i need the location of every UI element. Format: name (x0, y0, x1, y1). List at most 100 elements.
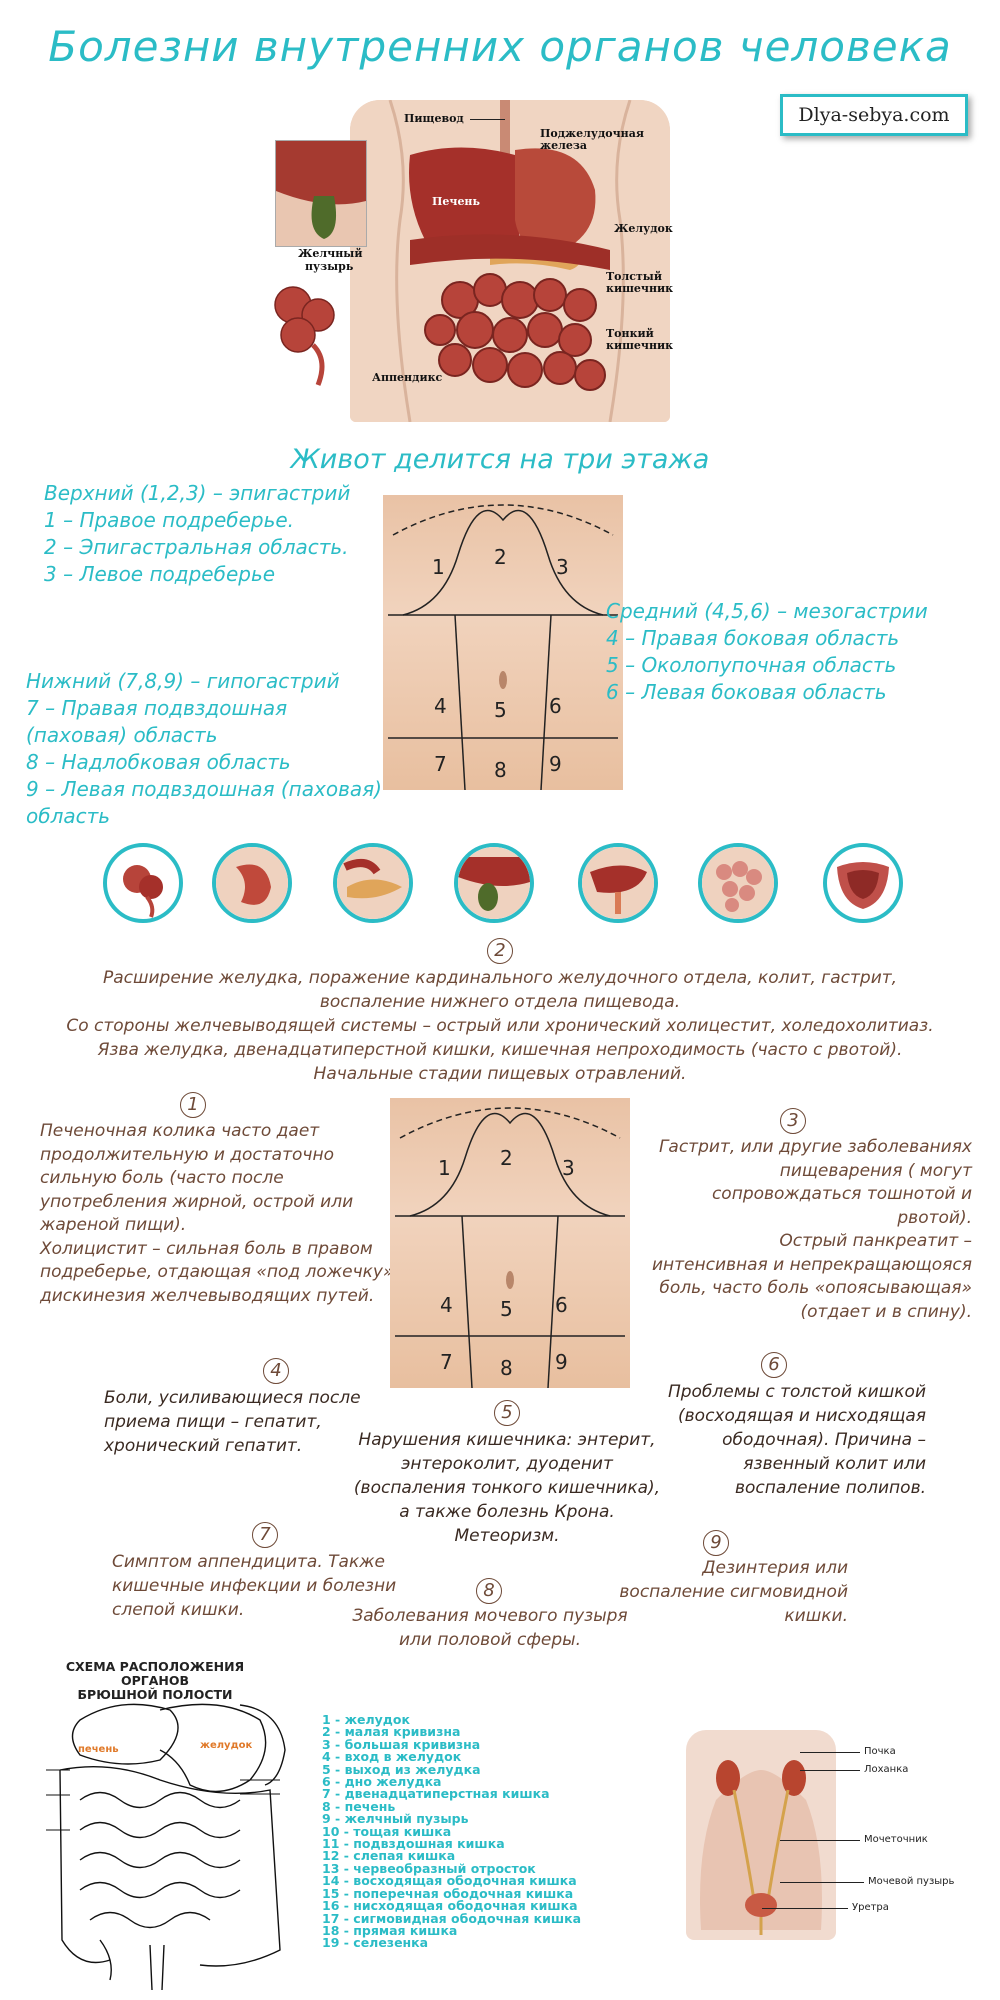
region-6: 6 (549, 694, 562, 718)
legend-item: 2 - малая кривизна (322, 1724, 461, 1740)
legend-item: 15 - поперечная ободочная кишка (322, 1885, 574, 1901)
label-esophagus: Пищевод (404, 112, 464, 125)
legend-item: 12 - слепая кишка (322, 1848, 456, 1864)
upper-line: 1 – Правое подреберье. (44, 508, 295, 532)
schema-title-line: БРЮШНОЙ ПОЛОСТИ (77, 1687, 233, 1702)
zone-2-text: Расширение желудка, поражение кардинальн… (40, 966, 960, 1086)
zone-3-line: Острый панкреатит – (779, 1231, 972, 1251)
zone-1-line: дискинезия желчевыводящих путей. (40, 1285, 375, 1306)
stomach-icon (212, 843, 292, 923)
label-gallbladder-1: Желчный (298, 247, 363, 260)
zone-1-line: употребления жирной, острой или (40, 1191, 354, 1212)
abdominal-schema-figure (40, 1690, 310, 1995)
zone-5-number: 5 (494, 1400, 520, 1426)
zone-1-line: жареной пищи). (40, 1215, 187, 1235)
organs-torso-illustration (350, 100, 670, 422)
zone-2-line: воспаление нижнего отдела пищевода. (319, 992, 681, 1012)
region-7-b: 7 (440, 1350, 453, 1374)
legend-item: 3 - большая кривизна (322, 1736, 481, 1752)
zone-9-line: Дезинтерия или (702, 1558, 848, 1578)
leader-line (780, 1840, 860, 1841)
legend-item: 18 - прямая кишка (322, 1922, 458, 1938)
lower-line: Нижний (7,8,9) – гипогастрий (26, 669, 340, 693)
label-renal-pelvis: Лоханка (864, 1764, 909, 1775)
region-6-b: 6 (555, 1293, 568, 1317)
zone-3-line: (отдает и в спину). (800, 1301, 972, 1322)
legend-item: 13 - червеобразный отросток (322, 1860, 536, 1876)
zone-2-line: Расширение желудка, поражение кардинальн… (102, 968, 898, 988)
zone-2-number: 2 (487, 938, 513, 964)
zone-6-line: Проблемы с толстой кишкой (667, 1382, 926, 1402)
zone-3-text: Гастрит, или другие заболеваниях пищевар… (630, 1136, 972, 1324)
region-9-b: 9 (555, 1350, 568, 1374)
zone-7-line: Симптом аппендицита. Также (112, 1552, 386, 1572)
zone-9-line: кишки. (784, 1606, 848, 1626)
schema-legend: 1 - желудок 2 - малая кривизна 3 - больш… (322, 1712, 582, 1951)
legend-item: 4 - вход в желудок (322, 1749, 462, 1765)
zone-3-number: 3 (780, 1108, 806, 1134)
zone-1-number: 1 (180, 1092, 206, 1118)
zone-1-line: Печеночная колика часто дает (40, 1121, 320, 1141)
abdomen-regions-figure (383, 495, 623, 790)
zone-7-text: Симптом аппендицита. Также кишечные инфе… (112, 1550, 396, 1622)
liver-icon (578, 843, 658, 923)
upper-line: 3 – Левое подреберье (44, 562, 276, 586)
zone-8-line: или половой сферы. (399, 1630, 581, 1650)
legend-item: 17 - сигмовидная ободочная кишка (322, 1910, 582, 1926)
middle-line: 6 – Левая боковая область (606, 680, 887, 704)
pancreas-icon (333, 843, 413, 923)
page-title: Болезни внутренних органов человека (48, 22, 952, 71)
urinary-system-drawing (700, 1760, 822, 1935)
label-smallint-2: кишечник (606, 339, 674, 352)
gallbladder-inset (275, 140, 367, 247)
schema-title: СХЕМА РАСПОЛОЖЕНИЯ ОРГАНОВ БРЮШНОЙ ПОЛОС… (40, 1660, 270, 1702)
label-bladder: Мочевой пузырь (868, 1876, 955, 1887)
legend-item: 1 - желудок (322, 1712, 410, 1727)
zone-5-line: (воспаления тонкого кишечника), (353, 1478, 661, 1498)
leader-line (780, 1882, 864, 1883)
middle-line: 4 – Правая боковая область (606, 626, 900, 650)
zone-3-line: сопровождаться тошнотой и (711, 1184, 972, 1204)
urinary-system-figure (686, 1730, 836, 1940)
zone-1-line: подреберье, отдающая «под ложечку», (40, 1262, 399, 1282)
organs-drawing (350, 100, 670, 422)
zone-5-line: а также болезнь Крона. (399, 1502, 615, 1522)
zone-4-line: хронический гепатит. (104, 1436, 303, 1456)
zone-4-line: приема пищи – гепатит, (104, 1412, 322, 1432)
abdomen-regions-drawing (388, 504, 618, 790)
label-smallint-1: Тонкий (606, 327, 654, 340)
zone-2-line: Язва желудка, двенадцатиперстной кишки, … (97, 1040, 903, 1060)
middle-line: 5 – Околопупочная область (606, 653, 897, 677)
floors-heading: Живот делится на три этажа (290, 444, 710, 475)
zone-6-number: 6 (761, 1352, 787, 1378)
region-5-b: 5 (500, 1297, 513, 1321)
zone-6-line: язвенный колит или (743, 1454, 926, 1474)
zone-6-line: (восходящая и нисходящая (678, 1406, 926, 1426)
region-7: 7 (434, 752, 447, 776)
zone-9-line: воспаление сигмовидной (619, 1582, 848, 1602)
region-3: 3 (556, 555, 569, 579)
zone-1-line: Холицистит – сильная боль в правом (40, 1238, 373, 1259)
region-9: 9 (549, 752, 562, 776)
zone-7-number: 7 (252, 1522, 278, 1548)
zone-3-line: интенсивная и непрекращающояся (651, 1254, 972, 1275)
legend-item: 8 - печень (322, 1798, 396, 1814)
site-badge[interactable]: Dlya-sebya.com (780, 94, 968, 136)
label-gallbladder-2: пузырь (305, 260, 354, 273)
zone-8-number: 8 (476, 1578, 502, 1604)
zone-4-line: Боли, усиливающиеся после (104, 1388, 361, 1408)
region-2-b: 2 (500, 1146, 513, 1170)
zone-3-line: Гастрит, или другие заболеваниях (658, 1137, 972, 1157)
zone-6-text: Проблемы с толстой кишкой (восходящая и … (630, 1380, 926, 1500)
label-colon-1: Толстый (606, 270, 662, 283)
zone-8-text: Заболевания мочевого пузыря или половой … (330, 1604, 650, 1652)
region-4: 4 (434, 694, 447, 718)
zone-8-line: Заболевания мочевого пузыря (352, 1606, 628, 1626)
lower-floor-list: Нижний (7,8,9) – гипогастрий 7 – Правая … (26, 668, 382, 830)
region-1: 1 (432, 555, 445, 579)
label-stomach: Желудок (614, 222, 673, 235)
schema-tag-stomach: желудок (200, 1740, 253, 1751)
legend-item: 19 - селезенка (322, 1935, 429, 1951)
appendix-icon (103, 843, 183, 923)
label-kidney: Почка (864, 1746, 896, 1757)
